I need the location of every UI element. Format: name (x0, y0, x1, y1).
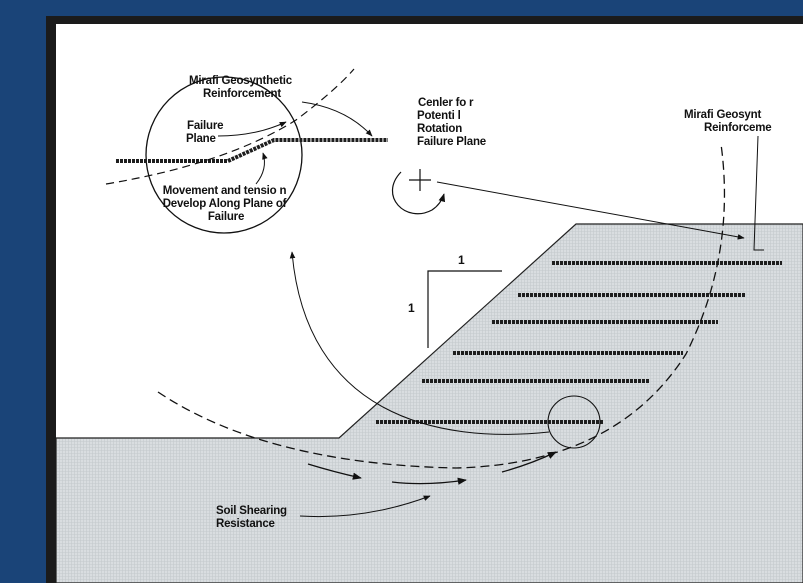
center-rotation-label: Cenler fo r Potenti l Rotation Failure P… (417, 97, 486, 148)
slope-ratio-bracket (427, 270, 502, 348)
rotation-arrow (391, 171, 446, 215)
right-reinforcement-leader (753, 135, 764, 251)
inset-reinforcement-label: Mirafi Geosynthetic Reinforcement (189, 75, 295, 100)
reinforcement-layers (376, 261, 782, 424)
right-reinforcement-label: Mirafi Geosynt Reinforceme (684, 109, 771, 134)
soil-shearing-label: Soil Shearing Resistance (216, 505, 290, 530)
inset-reinforcement (116, 138, 388, 163)
failure-plane-line (157, 143, 726, 469)
diagram-panel: 1 1 Soil Shearing Resistance Mirafi Geos… (56, 24, 803, 583)
slope-run-label: 1 (458, 253, 465, 267)
inset-failure-plane (105, 68, 355, 185)
movement-tension-label: Movement and tensio n Develop Along Plan… (163, 185, 290, 223)
inset-failure-plane-leader (217, 121, 287, 137)
soil-mass (56, 223, 803, 583)
slope-rise-label: 1 (408, 301, 415, 315)
detail-leader-curve (289, 251, 550, 435)
detail-callout-circle (547, 395, 601, 449)
center-leader (436, 181, 745, 240)
inset-failure-plane-label: Failure Plane (186, 120, 226, 145)
rotation-center-cross (409, 169, 431, 191)
movement-tension-leader (255, 152, 268, 185)
inset-reinforcement-leader (301, 101, 373, 137)
shear-arrows (307, 451, 557, 485)
soil-shearing-leader (299, 495, 431, 518)
inset-detail-circle (145, 76, 303, 234)
